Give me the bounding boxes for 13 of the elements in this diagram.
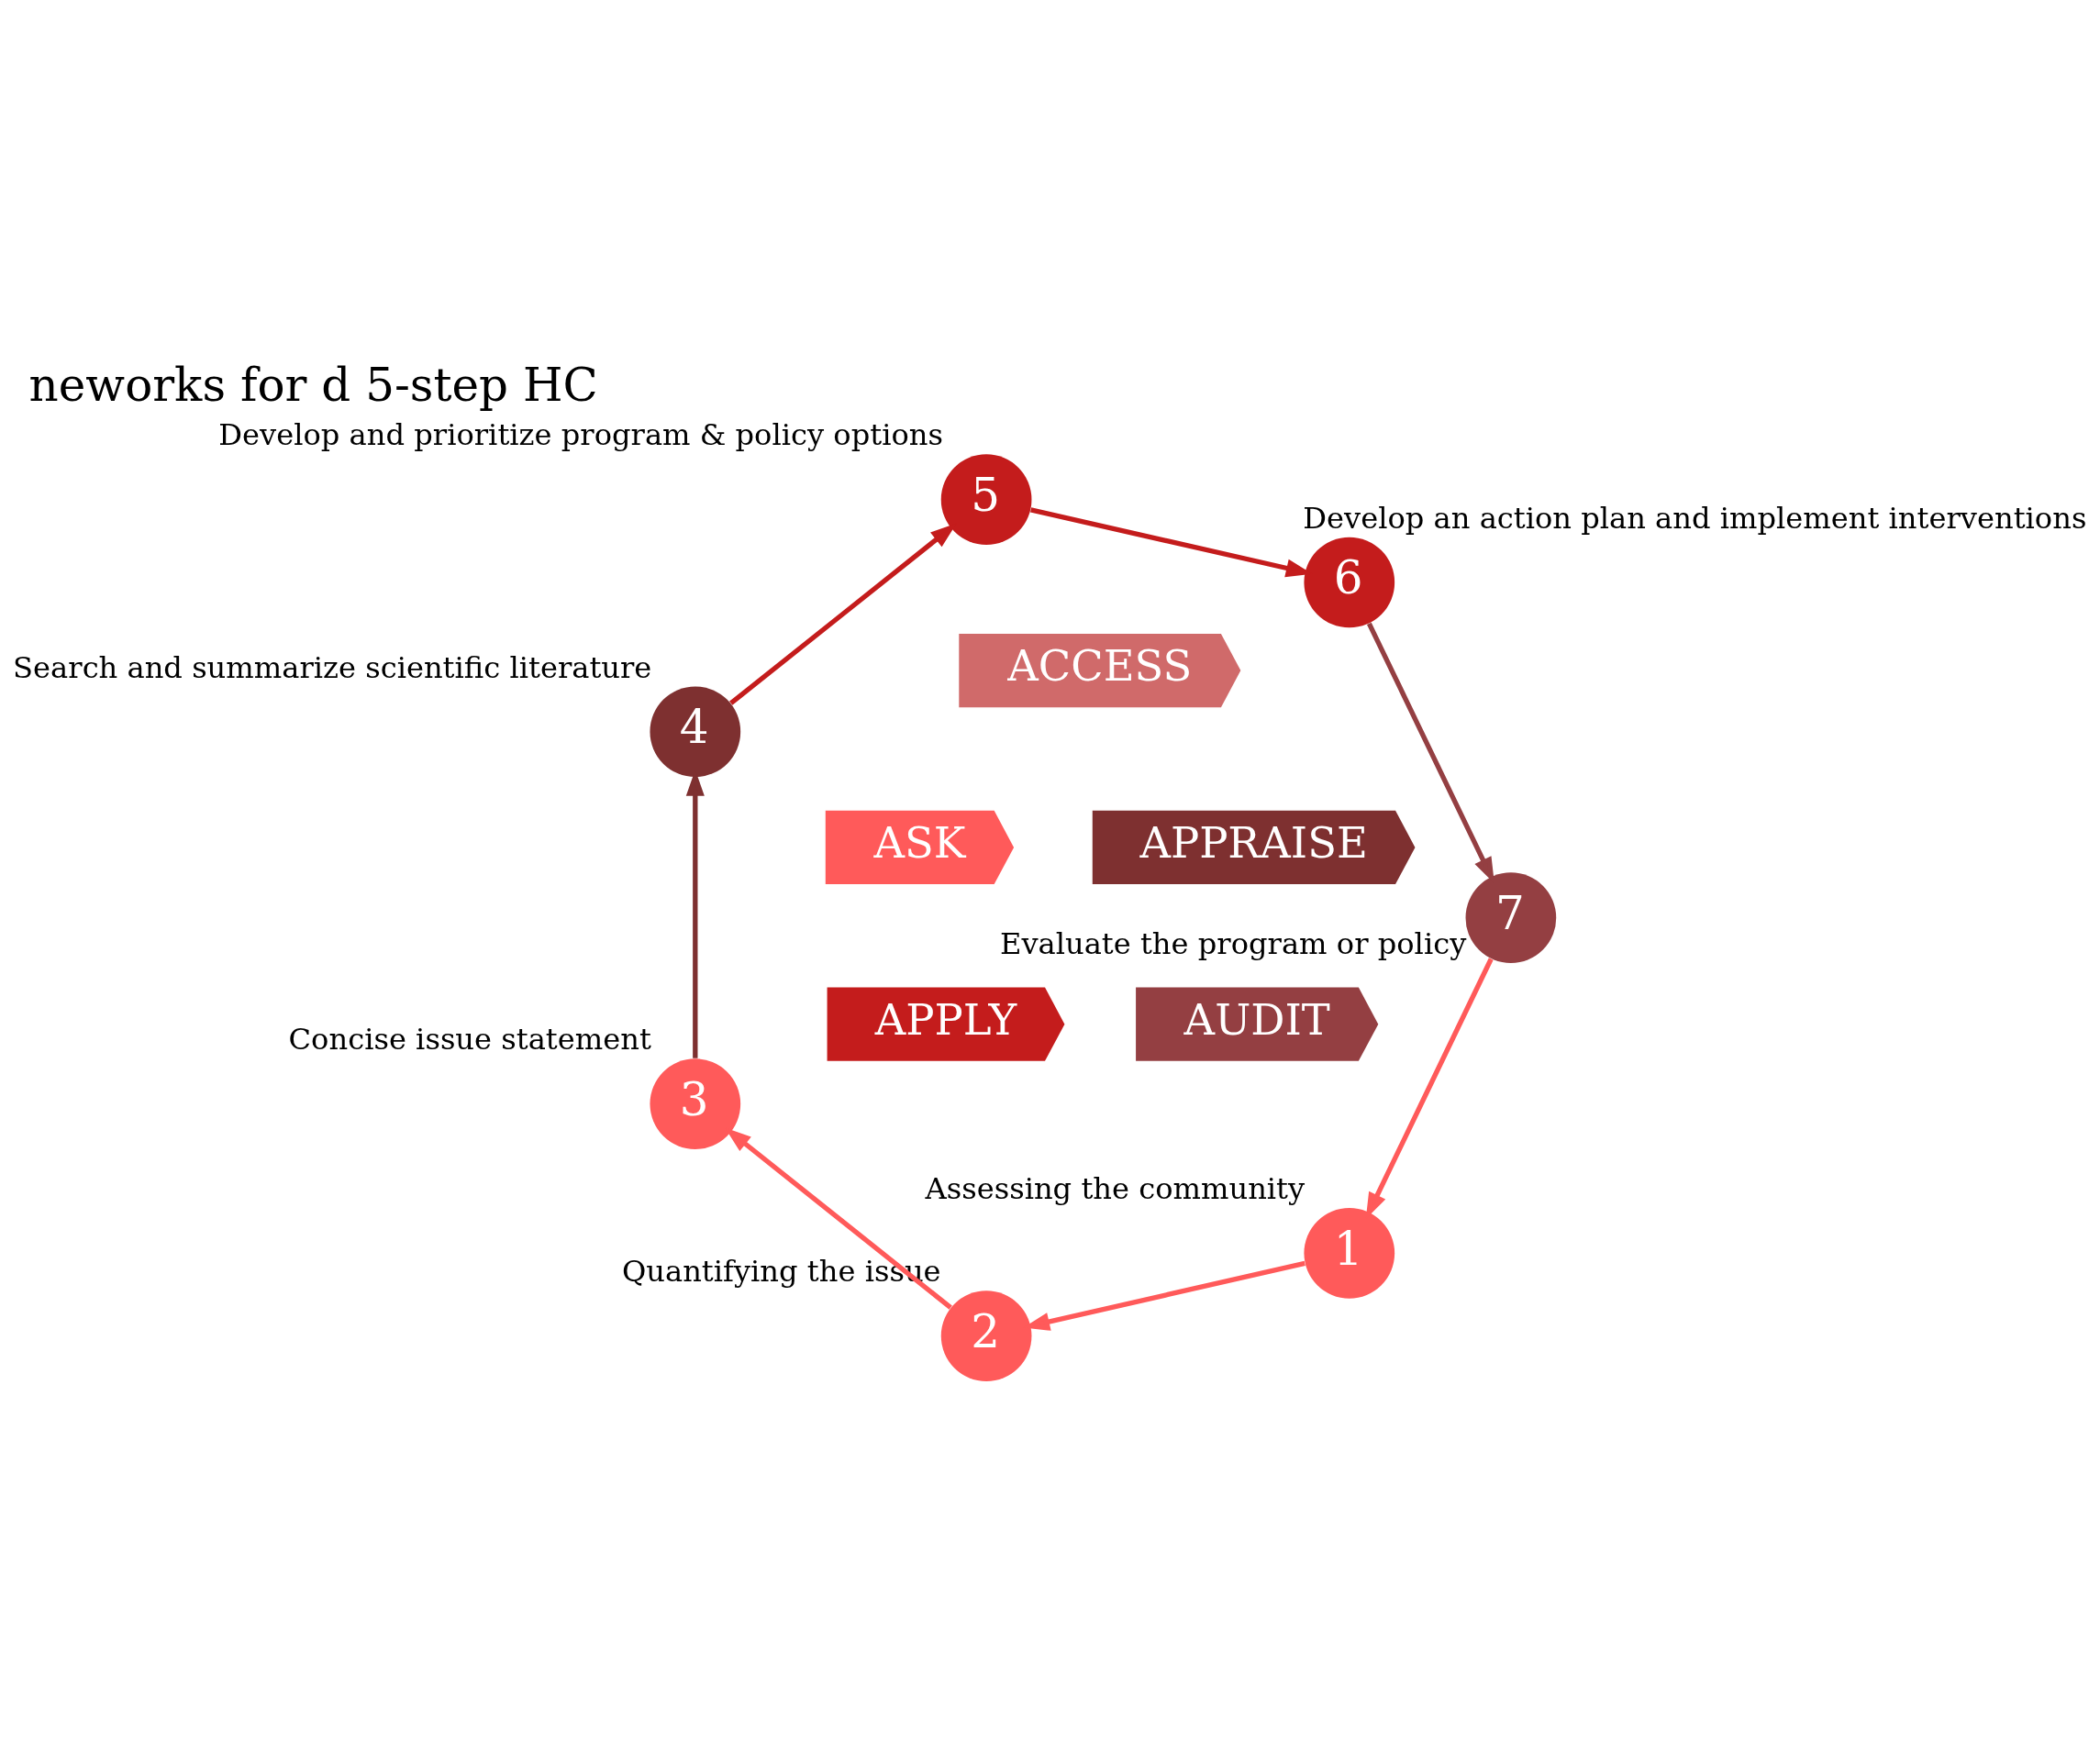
node-circle: 5: [940, 454, 1032, 546]
node-circle: 4: [650, 686, 741, 778]
node-circle: 6: [1304, 537, 1395, 628]
node-label: Evaluate the program or policy: [999, 925, 1467, 961]
node-circle: 1: [1304, 1207, 1395, 1299]
node-label: Develop an action plan and implement interventions: [1303, 500, 2087, 536]
node-circle: 2: [940, 1290, 1032, 1381]
node-label: Develop and prioritize program & policy options: [218, 417, 943, 453]
diagram-title: neworks for d 5-step HC: [28, 359, 598, 413]
node-label: Assessing the community: [925, 1171, 1306, 1207]
node-label: Concise issue statement: [288, 1022, 651, 1058]
node-label: Search and summarize scientific literature: [13, 649, 652, 685]
node-circle: 3: [650, 1058, 741, 1149]
